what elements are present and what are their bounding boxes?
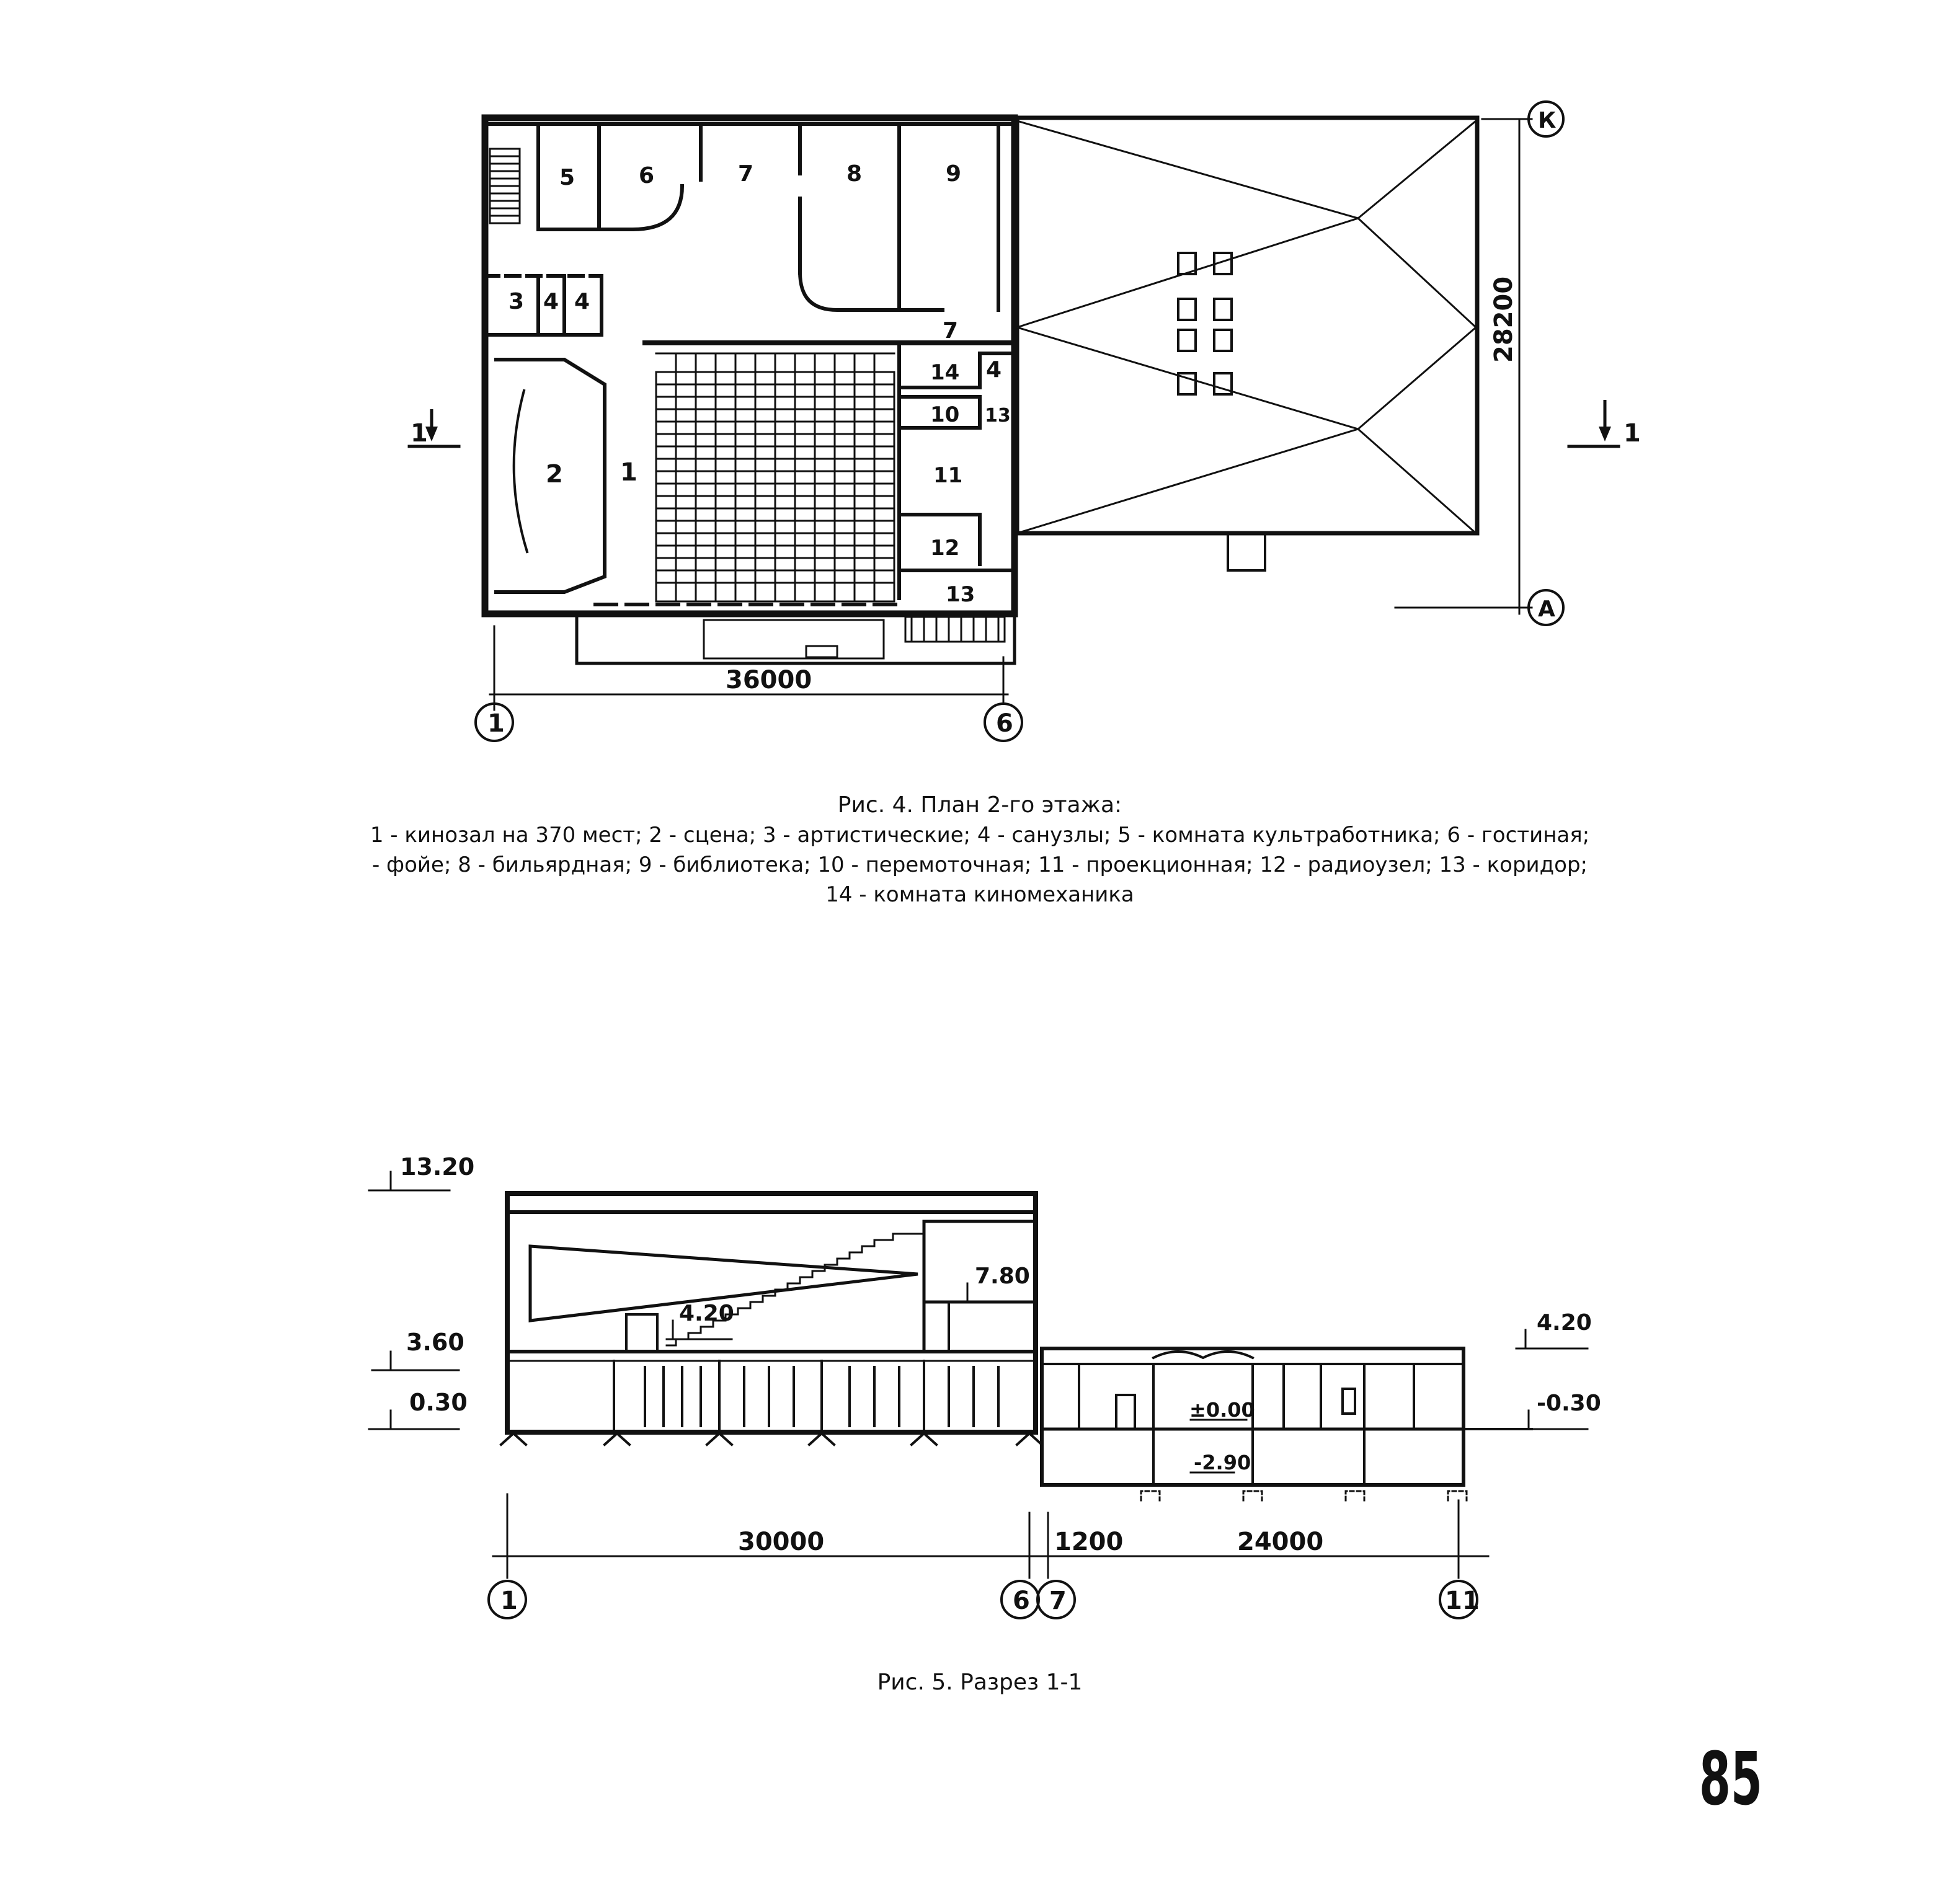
plan-dimensions <box>407 118 1620 711</box>
dim-30000: 30000 <box>738 1528 824 1556</box>
plan-axis-a: А <box>1538 596 1555 622</box>
room-label-7a: 7 <box>738 161 753 187</box>
plan-right-block <box>1015 115 1480 536</box>
section-foundations <box>499 1432 1044 1446</box>
level-minus-0-30: -0.30 <box>1537 1391 1601 1416</box>
figure4-caption-line2: - фойе; 8 - бильярдная; 9 - библиотека; … <box>371 852 1588 877</box>
figure4-caption-title: Рис. 4. План 2-го этажа: <box>837 792 1122 818</box>
room-label-9: 9 <box>946 161 961 187</box>
section-dimensions <box>492 1493 1490 1579</box>
room-label-5: 5 <box>559 165 575 190</box>
plan-seating <box>655 352 895 603</box>
section-axis-11: 11 <box>1445 1587 1480 1615</box>
figure4-caption-line3: 14 - комната киномеханика <box>825 882 1134 907</box>
level-minus-2-90: -2.90 <box>1194 1451 1251 1474</box>
room-label-13b: 13 <box>946 582 975 607</box>
room-label-4a: 4 <box>543 289 559 314</box>
room-label-13a: 13 <box>985 405 1011 427</box>
room-label-8: 8 <box>846 161 862 187</box>
plan-skylights <box>1177 252 1233 396</box>
level-13-20: 13.20 <box>400 1153 474 1180</box>
floor-plan <box>407 100 1620 742</box>
room-label-12: 12 <box>930 536 959 560</box>
plan-dim-depth: 28200 <box>1490 277 1518 363</box>
plan-partitions <box>483 122 1017 606</box>
figure4-caption: Рис. 4. План 2-го этажа: 1 - кинозал на … <box>161 790 1798 910</box>
section-axis-7: 7 <box>1049 1587 1067 1615</box>
plan-section-mark-left: 1 <box>411 419 428 448</box>
plan-dim-width: 36000 <box>726 666 812 694</box>
level-4-20-hall: 4.20 <box>679 1301 734 1326</box>
figure5-caption-title: Рис. 5. Разрез 1-1 <box>877 1670 1083 1695</box>
plan-axis-k: К <box>1538 108 1556 133</box>
plan-outer-wall <box>481 114 1018 618</box>
section-drawing <box>368 1171 1589 1619</box>
level-3-60: 3.60 <box>406 1329 464 1356</box>
room-label-6: 6 <box>639 163 654 188</box>
plan-axis-1: 1 <box>487 709 505 738</box>
dim-1200: 1200 <box>1054 1528 1123 1556</box>
plan-axis-circles <box>474 100 1565 742</box>
figure5-caption: Рис. 5. Разрез 1-1 <box>161 1668 1798 1698</box>
level-4-20-right: 4.20 <box>1537 1310 1592 1335</box>
room-label-2: 2 <box>546 460 563 489</box>
section-axis-6: 6 <box>1013 1587 1030 1615</box>
section-axis-1: 1 <box>500 1587 518 1615</box>
level-7-80: 7.80 <box>975 1264 1030 1289</box>
level-0-30: 0.30 <box>409 1389 468 1416</box>
plan-right-annex <box>1227 532 1266 572</box>
section-level-marks <box>368 1171 1589 1474</box>
plan-axis-6: 6 <box>996 709 1013 738</box>
plan-room-labels: 1 2 3 4 4 4 5 6 7 7 8 9 10 11 12 13 13 1… <box>509 161 1011 607</box>
room-label-7b: 7 <box>943 318 958 343</box>
room-label-3: 3 <box>509 289 524 314</box>
room-label-1: 1 <box>620 458 637 487</box>
page-number: 85 <box>1699 1736 1762 1822</box>
room-label-14: 14 <box>930 360 959 385</box>
section-arrows <box>425 400 1611 441</box>
dim-24000: 24000 <box>1237 1528 1323 1556</box>
room-label-10: 10 <box>930 402 959 427</box>
plan-dimension-labels: 36000 28200 1 6 К А 1 1 <box>411 108 1641 738</box>
plan-entrance-wall <box>575 612 1016 665</box>
level-0-00: ±0.00 <box>1189 1398 1255 1422</box>
room-label-4b: 4 <box>574 289 590 314</box>
plan-entrance-steps <box>703 616 1006 660</box>
plan-section-mark-right: 1 <box>1623 419 1641 448</box>
figure4-caption-line1: 1 - кинозал на 370 мест; 2 - сцена; 3 - … <box>370 823 1590 848</box>
plan-stair <box>489 148 521 224</box>
room-label-4c: 4 <box>986 357 1002 383</box>
section-axis-circles <box>487 1580 1478 1619</box>
plan-roof-lines <box>1016 119 1478 535</box>
room-label-11: 11 <box>933 463 962 488</box>
section-labels: 13.20 3.60 0.30 7.80 4.20 4.20 -0.30 ±0.… <box>400 1153 1601 1615</box>
